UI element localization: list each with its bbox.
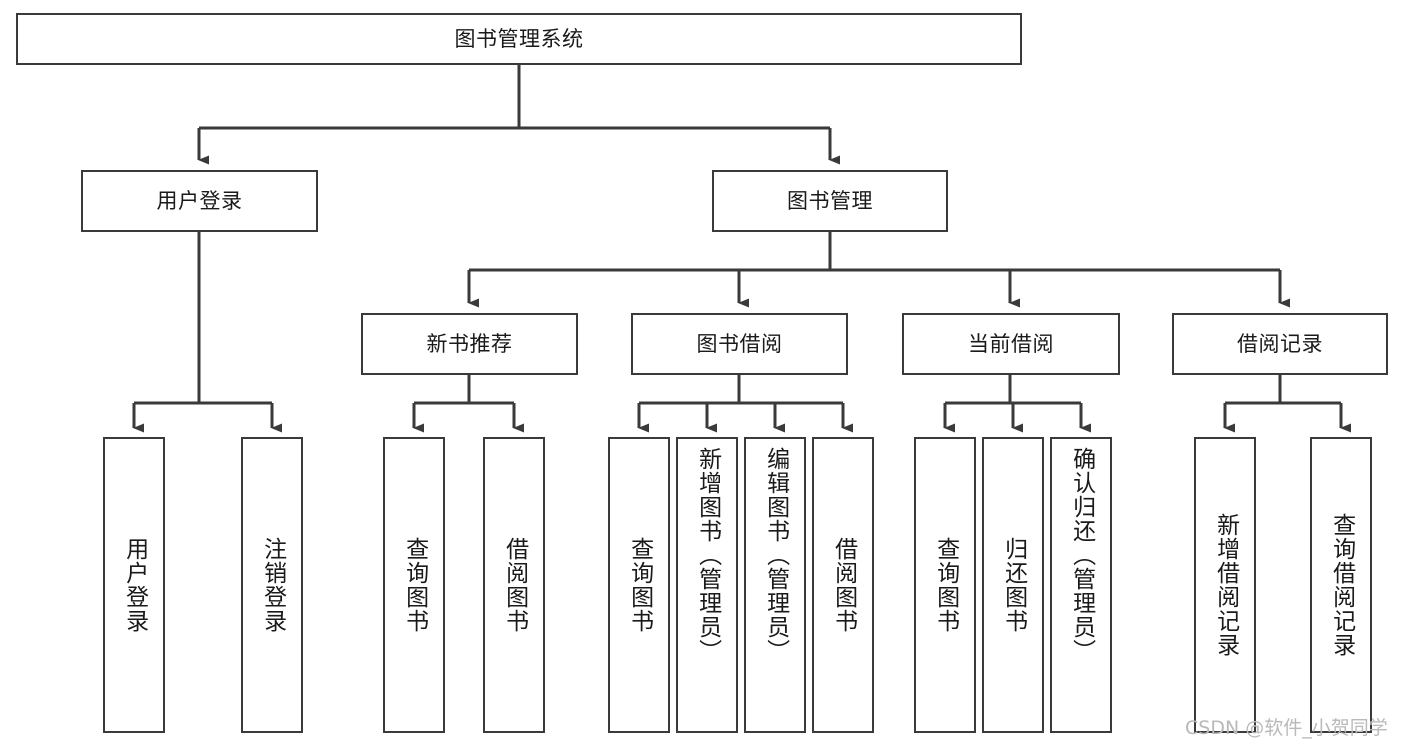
node-label: 确认归还（管理员） bbox=[1068, 447, 1095, 663]
leaf-borrow-record-query[interactable]: 查询借阅记录 bbox=[1310, 437, 1372, 733]
node-label: 新书推荐 bbox=[426, 331, 513, 356]
leaf-current-borrow-return[interactable]: 归还图书 bbox=[982, 437, 1044, 733]
node-label: 借阅记录 bbox=[1237, 331, 1323, 356]
leaf-user-login-login[interactable]: 用户登录 bbox=[103, 437, 165, 733]
node-label: 查询图书 bbox=[401, 537, 428, 633]
node-label: 新增图书（管理员） bbox=[694, 447, 721, 663]
node-new-book-recommend[interactable]: 新书推荐 bbox=[361, 313, 578, 375]
leaf-book-borrow-add[interactable]: 新增图书（管理员） bbox=[676, 437, 738, 733]
leaf-book-borrow-query[interactable]: 查询图书 bbox=[608, 437, 670, 733]
node-label: 借阅图书 bbox=[501, 537, 528, 633]
node-label: 图书借阅 bbox=[696, 331, 783, 356]
node-label: 查询图书 bbox=[932, 537, 959, 633]
node-label: 图书管理 bbox=[787, 188, 873, 213]
node-label: 查询借阅记录 bbox=[1328, 513, 1355, 657]
node-label: 注销登录 bbox=[259, 537, 286, 633]
node-current-borrow[interactable]: 当前借阅 bbox=[902, 313, 1120, 375]
leaf-borrow-record-add[interactable]: 新增借阅记录 bbox=[1194, 437, 1256, 733]
leaf-current-borrow-confirm-return[interactable]: 确认归还（管理员） bbox=[1050, 437, 1112, 733]
leaf-user-login-logout[interactable]: 注销登录 bbox=[241, 437, 303, 733]
leaf-book-borrow-borrow[interactable]: 借阅图书 bbox=[812, 437, 874, 733]
node-label: 新增借阅记录 bbox=[1212, 513, 1239, 657]
node-user-login[interactable]: 用户登录 bbox=[81, 170, 318, 232]
node-label: 借阅图书 bbox=[830, 537, 857, 633]
node-label: 用户登录 bbox=[121, 537, 148, 633]
node-borrow-record[interactable]: 借阅记录 bbox=[1172, 313, 1388, 375]
leaf-new-book-query[interactable]: 查询图书 bbox=[383, 437, 445, 733]
node-label: 图书管理系统 bbox=[454, 26, 584, 51]
leaf-current-borrow-query[interactable]: 查询图书 bbox=[914, 437, 976, 733]
node-label: 当前借阅 bbox=[968, 331, 1054, 356]
node-label: 编辑图书（管理员） bbox=[762, 447, 789, 663]
node-label: 归还图书 bbox=[1000, 537, 1027, 633]
node-root-library-system[interactable]: 图书管理系统 bbox=[16, 13, 1022, 65]
node-book-management[interactable]: 图书管理 bbox=[712, 170, 948, 232]
leaf-book-borrow-edit[interactable]: 编辑图书（管理员） bbox=[744, 437, 806, 733]
node-label: 查询图书 bbox=[626, 537, 653, 633]
node-label: 用户登录 bbox=[156, 188, 243, 213]
leaf-new-book-borrow[interactable]: 借阅图书 bbox=[483, 437, 545, 733]
node-book-borrow[interactable]: 图书借阅 bbox=[631, 313, 848, 375]
csdn-watermark: CSDN @软件_小贺同学 bbox=[1185, 717, 1388, 739]
